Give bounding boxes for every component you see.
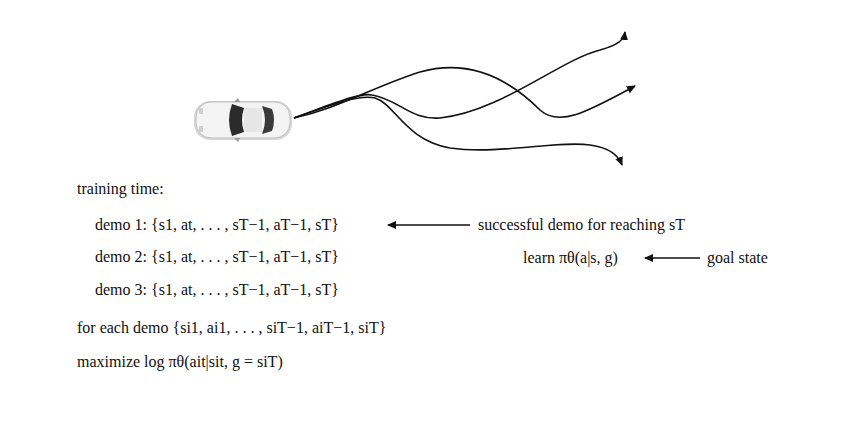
- demo-line: demo 1: {s1, at, . . . , sT−1, aT−1, sT}: [95, 215, 339, 235]
- car-icon: [194, 98, 292, 142]
- leader-arrow: [645, 257, 700, 258]
- demo-line: demo 2: {s1, at, . . . , sT−1, aT−1, sT}: [95, 247, 339, 267]
- annotation: goal state: [707, 248, 768, 268]
- objective-line: maximize log πθ(ait|sit, g = siT): [77, 352, 283, 372]
- leader-arrow: [388, 224, 470, 225]
- annotation: successful demo for reaching sT: [478, 215, 685, 235]
- annotation: learn πθ(a|s, g): [523, 248, 618, 268]
- objective-line: for each demo {si1, ai1, . . . , siT−1, …: [77, 318, 386, 338]
- trajectory-curves: [294, 32, 635, 165]
- section-heading: training time:: [77, 179, 164, 199]
- demo-line: demo 3: {s1, at, . . . , sT−1, aT−1, sT}: [95, 280, 339, 300]
